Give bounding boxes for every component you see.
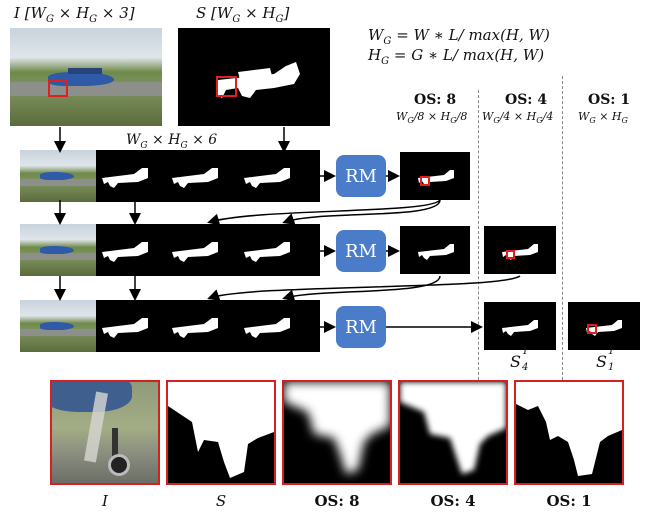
seg-mask-title: S [WG × HG] — [196, 4, 290, 25]
os8-header: OS: 8 — [414, 92, 457, 108]
output-os8-row2 — [400, 226, 470, 274]
concat-label: WG × HG × 6 — [126, 132, 218, 151]
strip-mask-tile — [102, 242, 148, 262]
segmentation-mask — [178, 28, 330, 126]
output-os8-row1 — [400, 152, 470, 200]
separator-os8-os4 — [478, 90, 479, 380]
equation-width: WG = W ∗ L/ max(H, W) — [368, 26, 550, 47]
strip-mask-tile — [244, 242, 290, 262]
zoom-panel-os4 — [398, 380, 508, 485]
os4-header: OS: 4 — [505, 92, 548, 108]
bottom-caption-0: I — [102, 492, 108, 510]
strip-mask-tile — [244, 168, 290, 188]
strip-mask-tile — [102, 318, 148, 338]
strip-image-row2 — [20, 224, 96, 276]
output-os4-row2 — [484, 226, 556, 274]
input-image-title: I [WG × HG × 3] — [14, 4, 135, 25]
strip-mask-tile — [172, 242, 218, 262]
rm-block-1: RM — [336, 155, 386, 197]
rm-block-2: RM — [336, 230, 386, 272]
strip-image-row3 — [20, 300, 96, 352]
zoom-panel-mask — [166, 380, 276, 485]
bottom-caption-3: OS: 4 — [430, 492, 476, 510]
input-image — [10, 28, 162, 126]
strip-mask-tile — [244, 318, 290, 338]
strip-mask-tile — [102, 168, 148, 188]
concat-strip-row3 — [20, 300, 320, 352]
output-os8-highlight — [420, 176, 430, 186]
output-os1-row3 — [568, 302, 640, 350]
os1-subheader: WG × HG — [578, 110, 628, 126]
rm-block-3: RM — [336, 306, 386, 348]
bottom-caption-4: OS: 1 — [546, 492, 592, 510]
strip-mask-tile — [172, 318, 218, 338]
output-os1-highlight — [587, 324, 597, 334]
output-os4-row3 — [484, 302, 556, 350]
bottom-caption-1: S — [215, 492, 227, 510]
bottom-caption-2: OS: 8 — [314, 492, 360, 510]
zoom-panel-os1 — [514, 380, 624, 485]
os8-subheader: WG/8 × HG/8 — [396, 110, 468, 126]
os4-subheader: WG/4 × HG/4 — [482, 110, 554, 126]
concat-strip-row2 — [20, 224, 320, 276]
strip-image-row1 — [20, 150, 96, 202]
separator-os4-os1 — [562, 76, 563, 380]
os1-header: OS: 1 — [588, 92, 631, 108]
strip-mask-tile — [172, 168, 218, 188]
mask-highlight-box — [216, 76, 237, 97]
zoom-panel-os8 — [282, 380, 392, 485]
output-os4-highlight — [506, 250, 515, 259]
equation-height: HG = G ∗ L/ max(H, W) — [368, 46, 545, 67]
zoom-panel-input — [50, 380, 160, 485]
concat-strip-row1 — [20, 150, 320, 202]
input-highlight-box — [48, 80, 68, 97]
